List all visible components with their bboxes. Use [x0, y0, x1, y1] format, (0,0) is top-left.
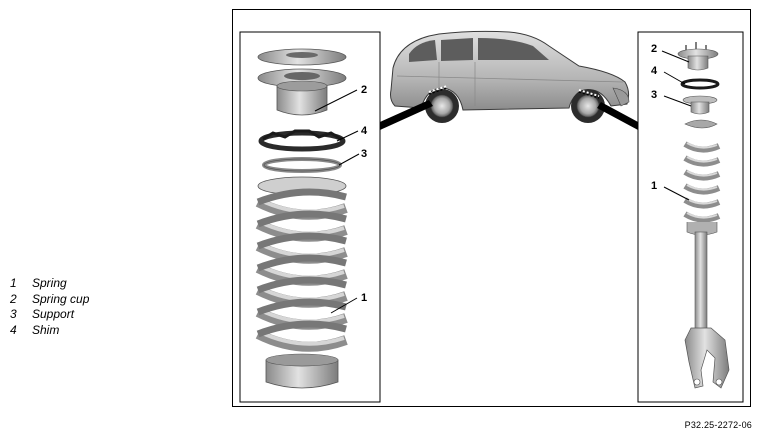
- figure-frame: 2 4 3 1: [232, 9, 751, 407]
- legend-item-spring: 1 Spring: [10, 276, 89, 292]
- callouts-right: [661, 50, 692, 201]
- strut-top-mount: [677, 42, 719, 71]
- coil-spring-part: [255, 176, 348, 389]
- strut-shim: [680, 78, 720, 90]
- legend: 1 Spring 2 Spring cup 3 Support 4 Shim: [10, 276, 89, 338]
- legend-number: 2: [10, 291, 17, 306]
- legend-label: Spring: [32, 276, 67, 290]
- callout-2-left: 2: [361, 84, 367, 96]
- legend-label: Shim: [32, 322, 60, 337]
- legend-number: 3: [10, 307, 17, 321]
- strut-support: [682, 95, 718, 115]
- legend-item-support: 3 Support: [10, 307, 89, 323]
- strut-spring-seat: [684, 119, 718, 129]
- strut-coil-spring: [683, 141, 721, 236]
- left-detail-panel: 2 4 3 1: [239, 31, 381, 403]
- callout-3-right: 3: [651, 89, 657, 101]
- figure-reference-code: P32.25-2272-06: [684, 420, 752, 430]
- legend-item-shim: 4 Shim: [10, 323, 89, 339]
- vehicle-illustration: [380, 30, 638, 130]
- callout-2-right: 2: [651, 43, 657, 55]
- legend-item-spring-cup: 2 Spring cup: [10, 292, 89, 308]
- shim-part: [258, 129, 346, 152]
- strut-mounting-bracket: [684, 327, 730, 389]
- legend-label: Support: [32, 307, 75, 321]
- callout-3-left: 3: [361, 148, 367, 160]
- figure-illustration: 2 4 3 1: [239, 30, 744, 403]
- strut-damper-tube: [694, 231, 708, 333]
- callout-4-left: 4: [361, 125, 368, 137]
- legend-number: 4: [10, 322, 17, 337]
- right-detail-panel: 2 4 3 1: [637, 31, 744, 403]
- callout-1-left: 1: [361, 292, 367, 304]
- spring-cup-part: [257, 48, 347, 116]
- callout-4-right: 4: [651, 65, 658, 77]
- legend-label: Spring cup: [32, 291, 90, 306]
- legend-number: 1: [10, 276, 17, 290]
- callout-1-right: 1: [651, 180, 657, 192]
- callouts-left: [314, 89, 360, 314]
